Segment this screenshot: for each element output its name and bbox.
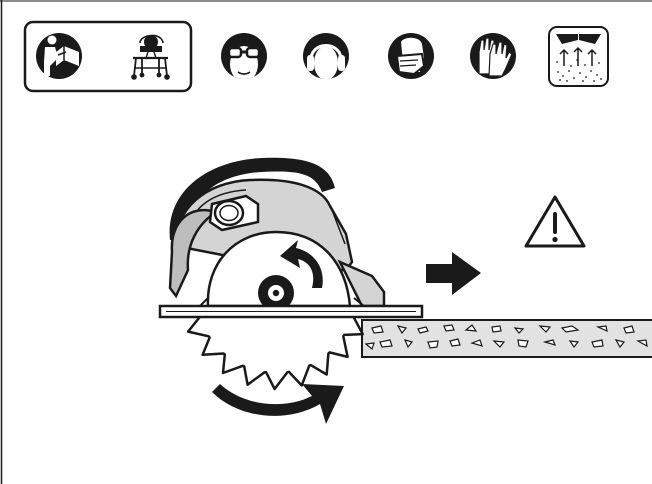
cut-rotation-arrow bbox=[212, 384, 344, 424]
read-manual-icon bbox=[36, 33, 82, 79]
concrete-workpiece bbox=[361, 319, 652, 358]
respirator-icon bbox=[388, 33, 434, 79]
saw-front-knob bbox=[208, 194, 260, 232]
icon-group-1 bbox=[23, 20, 193, 93]
ear-protection-icon bbox=[303, 33, 349, 79]
saw-handle bbox=[169, 157, 335, 240]
blade-arbor bbox=[258, 275, 294, 311]
eye-protection-icon bbox=[221, 33, 267, 79]
warning-triangle-icon bbox=[524, 195, 586, 248]
blade-rotation-arrow bbox=[280, 240, 323, 288]
feed-direction-arrow bbox=[426, 252, 481, 295]
dust-extraction-icon bbox=[548, 26, 609, 87]
circular-saw bbox=[158, 157, 424, 319]
gloves-icon bbox=[470, 33, 516, 79]
stationary-machine-icon bbox=[131, 34, 170, 80]
saw-blade bbox=[186, 316, 364, 391]
